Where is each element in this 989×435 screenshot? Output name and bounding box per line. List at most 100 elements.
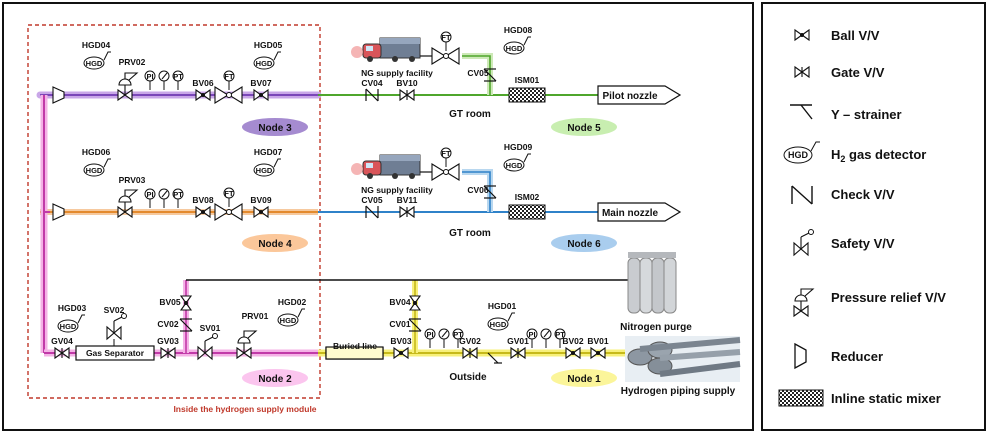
svg-text:PI: PI bbox=[146, 72, 153, 81]
svg-text:Node 1: Node 1 bbox=[567, 374, 601, 385]
legend-safety-valve: Safety V/V bbox=[793, 228, 895, 256]
svg-text:CV06: CV06 bbox=[467, 185, 489, 195]
svg-text:Node 2: Node 2 bbox=[258, 374, 292, 385]
svg-text:CV05: CV05 bbox=[467, 68, 489, 78]
svg-text:NG supply facility: NG supply facility bbox=[361, 185, 433, 195]
ism01-mixer bbox=[508, 87, 546, 103]
bv09-valve[interactable] bbox=[253, 206, 269, 218]
pressure-gauge-icon bbox=[158, 188, 170, 209]
gv01-valve[interactable] bbox=[510, 347, 526, 359]
svg-text:FT: FT bbox=[224, 72, 234, 81]
svg-text:GV03: GV03 bbox=[157, 336, 179, 346]
svg-text:HGD: HGD bbox=[86, 166, 103, 175]
svg-text:HGD06: HGD06 bbox=[82, 147, 111, 157]
legend-check-valve: Check V/V bbox=[791, 185, 895, 205]
svg-text:BV01: BV01 bbox=[587, 336, 609, 346]
svg-text:GT room: GT room bbox=[449, 109, 491, 120]
svg-text:PI: PI bbox=[426, 330, 433, 339]
pipe-node6 bbox=[318, 169, 600, 213]
svg-text:BV02: BV02 bbox=[562, 336, 584, 346]
hydrogen-pipes-image bbox=[625, 336, 741, 382]
svg-text:Hydrogen piping supply: Hydrogen piping supply bbox=[621, 386, 736, 397]
node-4-label bbox=[242, 234, 308, 252]
module-label: Inside the hydrogen supply module bbox=[173, 404, 316, 414]
pi-instrument: PI bbox=[424, 328, 436, 349]
svg-text:Node 5: Node 5 bbox=[567, 123, 601, 134]
reducer-icon bbox=[52, 203, 65, 221]
sv02-safety-valve[interactable] bbox=[106, 312, 128, 340]
flow-transmitter-ft3: FT bbox=[214, 187, 243, 221]
node-1-label bbox=[551, 369, 617, 387]
legend-ball-valve: Ball V/V bbox=[794, 28, 880, 43]
svg-text:PI: PI bbox=[528, 330, 535, 339]
buried-line: Buried line bbox=[325, 341, 384, 360]
legend-h2-detector: HGD H2 gas detector bbox=[783, 141, 926, 164]
bv04-valve[interactable] bbox=[409, 295, 421, 311]
svg-text:PRV01: PRV01 bbox=[242, 311, 269, 321]
svg-text:PRV02: PRV02 bbox=[119, 57, 146, 67]
legend-reducer: Reducer bbox=[794, 342, 883, 370]
svg-text:Node 4: Node 4 bbox=[258, 239, 292, 250]
hgd08-detector: HGD08 HGD bbox=[503, 25, 532, 55]
svg-text:GT room: GT room bbox=[449, 228, 491, 239]
hgd09-detector: HGD09 HGD bbox=[503, 142, 533, 172]
svg-text:PT: PT bbox=[555, 330, 565, 339]
svg-text:PT: PT bbox=[453, 330, 463, 339]
bv08-valve[interactable] bbox=[195, 206, 211, 218]
diagram-frame bbox=[2, 2, 754, 431]
ng-supply-facility-truck-1 bbox=[351, 37, 421, 62]
pi-instrument: PI bbox=[526, 328, 538, 349]
flow-transmitter-ft1: FT bbox=[214, 70, 243, 104]
pressure-gauge-icon bbox=[540, 328, 552, 349]
pt-instrument: PT bbox=[452, 328, 464, 349]
svg-text:HGD09: HGD09 bbox=[504, 142, 533, 152]
node-2-label bbox=[242, 369, 308, 387]
ism02-mixer bbox=[508, 204, 546, 220]
pi-instrument: PI bbox=[144, 188, 156, 209]
svg-text:BV06: BV06 bbox=[192, 78, 214, 88]
svg-text:GV01: GV01 bbox=[507, 336, 529, 346]
legend-y-strainer: Y – strainer bbox=[790, 104, 902, 122]
pt-instrument: PT bbox=[172, 188, 184, 209]
svg-text:HGD02: HGD02 bbox=[278, 297, 307, 307]
gv03-valve[interactable] bbox=[160, 347, 176, 359]
svg-text:BV11: BV11 bbox=[397, 195, 418, 205]
svg-text:Buried line: Buried line bbox=[333, 341, 377, 351]
pressure-gauge-icon bbox=[438, 328, 450, 349]
svg-text:HGD: HGD bbox=[506, 44, 523, 53]
svg-text:HGD: HGD bbox=[280, 316, 297, 325]
svg-text:BV09: BV09 bbox=[250, 195, 272, 205]
bv11-valve[interactable] bbox=[399, 206, 415, 218]
node-3-label bbox=[242, 118, 308, 136]
hgd02-detector: HGD02 HGD bbox=[277, 297, 307, 327]
hgd05-detector: HGD05 HGD bbox=[253, 40, 283, 70]
bv10-valve[interactable] bbox=[399, 89, 415, 101]
hgd01-detector: HGD01 HGD bbox=[487, 301, 516, 331]
svg-text:CV02: CV02 bbox=[157, 319, 179, 329]
pt-instrument: PT bbox=[554, 328, 566, 349]
svg-text:HGD: HGD bbox=[788, 150, 809, 160]
svg-text:BV03: BV03 bbox=[390, 336, 412, 346]
node-5-label bbox=[551, 118, 617, 136]
pipe-node5 bbox=[318, 53, 600, 96]
svg-text:FT: FT bbox=[441, 33, 451, 42]
svg-text:HGD05: HGD05 bbox=[254, 40, 283, 50]
svg-text:CV05: CV05 bbox=[361, 195, 383, 205]
svg-text:ISM02: ISM02 bbox=[515, 192, 540, 202]
hgd04-detector: HGD04 HGD bbox=[82, 40, 111, 70]
bv05-valve[interactable] bbox=[180, 295, 192, 311]
node-6-label bbox=[551, 234, 617, 252]
svg-text:PT: PT bbox=[173, 190, 183, 199]
svg-text:FT: FT bbox=[224, 189, 234, 198]
svg-text:Pilot nozzle: Pilot nozzle bbox=[603, 91, 658, 102]
svg-text:PI: PI bbox=[146, 190, 153, 199]
hgd07-detector: HGD07 HGD bbox=[253, 147, 282, 177]
pi-instrument: PI bbox=[144, 70, 156, 91]
gas-separator bbox=[75, 345, 155, 361]
gv02-valve[interactable] bbox=[462, 347, 478, 359]
main-nozzle: Main nozzle bbox=[597, 202, 682, 222]
gv04-valve[interactable] bbox=[54, 347, 70, 359]
y-strainer bbox=[487, 352, 502, 364]
pilot-nozzle: Pilot nozzle bbox=[597, 85, 682, 105]
